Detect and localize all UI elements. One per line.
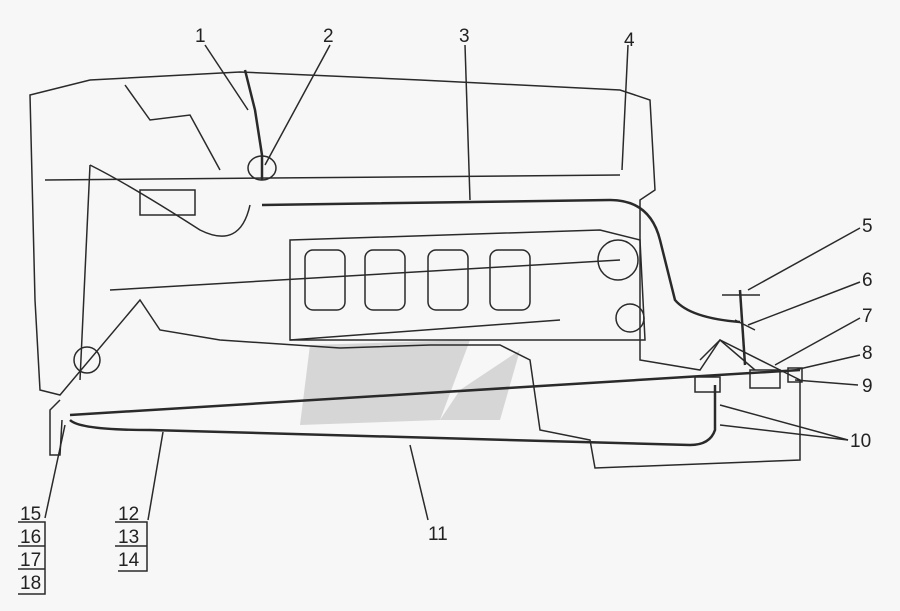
- callout-1: 1: [195, 26, 206, 47]
- svg-text:16: 16: [20, 527, 41, 548]
- callout-8: 8: [862, 343, 873, 364]
- svg-text:18: 18: [20, 573, 41, 594]
- svg-text:17: 17: [20, 550, 41, 571]
- svg-text:14: 14: [118, 550, 140, 571]
- callout-10: 10: [850, 431, 871, 452]
- leader-lines: [44, 44, 861, 521]
- control-rod: [261, 198, 741, 324]
- callout-5: 5: [862, 216, 873, 237]
- watermark-logo: [300, 340, 520, 425]
- callout-7: 7: [862, 306, 873, 327]
- engine-block: [139, 189, 646, 341]
- callout-group-12-14: 12 13 14: [115, 504, 148, 572]
- callout-2: 2: [323, 26, 334, 47]
- cab-outline: [29, 71, 801, 469]
- lower-rod: [69, 368, 801, 417]
- callout-group-15-18: 15 16 17 18: [18, 504, 46, 595]
- callout-4: 4: [624, 30, 635, 51]
- svg-text:13: 13: [118, 527, 139, 548]
- callout-11: 11: [428, 524, 448, 545]
- svg-text:12: 12: [118, 504, 139, 525]
- callout-6: 6: [862, 270, 873, 291]
- svg-text:15: 15: [20, 504, 41, 525]
- callout-9: 9: [862, 376, 873, 397]
- callout-3: 3: [459, 26, 470, 47]
- gear-lever: [243, 69, 264, 180]
